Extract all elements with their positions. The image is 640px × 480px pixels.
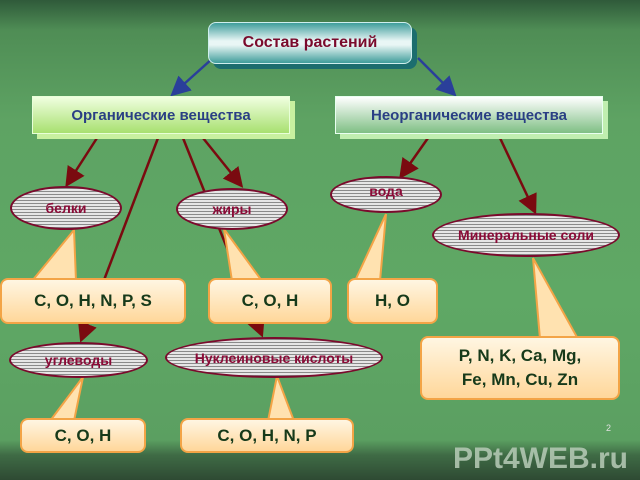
mineral-elements-line2: Fe, Mn, Cu, Zn [461,370,579,389]
fats-oval: жиры [176,188,288,230]
carbohydrates-oval: углеводы [9,342,148,378]
callout-tail [266,372,296,422]
page-number: 2 [606,423,612,433]
carbohydrates-elements-callout: C, O, H [20,418,146,453]
callout-tail [48,376,84,422]
proteins-oval: белки [10,186,122,230]
arrow-to-water [399,137,430,180]
arrow-to-mineral-salts [498,137,537,215]
organic-substances-box: Органические вещества [32,96,290,134]
arrow-to-organic [170,57,214,97]
proteins-elements-callout: C, O, H, N, P, S [0,278,186,324]
callout-tail [29,227,78,282]
inorganic-substances-box: Неорганические вещества [335,96,603,134]
nucleic-acids-oval: Нуклеиновые кислоты [165,337,383,378]
diagram-title: Состав растений [208,22,412,64]
arrow-to-inorganic [417,57,457,97]
mineral-salts-elements-callout: P, N, K, Ca, Mg, Fe, Mn, Cu, Zn [420,336,620,400]
water-elements-callout: H, O [347,278,438,324]
mineral-salts-oval: Минеральные соли [432,213,620,257]
watermark: PPt4WEB.ru [452,442,628,475]
arrow-to-fats [202,137,244,188]
callout-tail [223,228,264,282]
callout-tail [532,257,580,340]
nucleic-acids-elements-callout: C, O, H, N, P [180,418,354,453]
water-oval: вода [330,176,442,213]
fats-elements-callout: C, O, H [208,278,332,324]
arrow-to-proteins [65,137,99,188]
callout-tail [353,213,387,282]
mineral-elements-line1: P, N, K, Ca, Mg, [458,346,582,366]
